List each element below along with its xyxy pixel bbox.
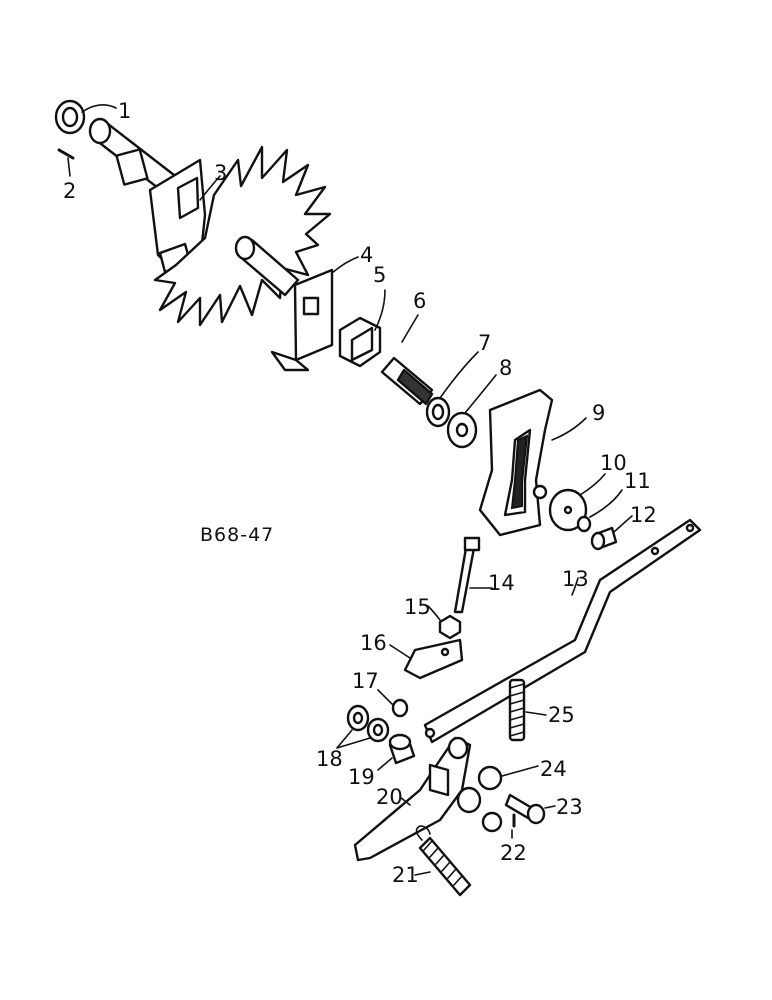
callout-18: 18 [316,747,343,771]
callout-5: 5 [373,263,386,287]
callout-22: 22 [500,841,527,865]
part-9-quadrant [478,388,554,537]
leader-lines [67,104,633,876]
part-13-long-bar [423,518,702,744]
callout-15: 15 [404,595,431,619]
callout-13: 13 [562,567,589,591]
part-21-spring [415,825,472,897]
part-25-spring [508,678,526,742]
part-19-bushing [388,733,416,765]
callout-3: 3 [214,161,227,185]
part-20-lever [353,736,472,862]
callout-24: 24 [540,757,567,781]
callout-23: 23 [556,795,583,819]
part-6-splined-shaft [380,356,434,406]
callout-12: 12 [630,503,657,527]
part-1-washer [54,99,86,135]
callout-9: 9 [592,401,605,425]
callout-10: 10 [600,451,627,475]
part-17-washer [391,698,409,718]
callout-8: 8 [499,356,512,380]
part-8-large-washer [446,411,478,449]
part-3-bracket [148,158,207,274]
part-18-washers [346,704,390,743]
callout-labels: 1 2 3 4 5 6 7 8 9 10 11 12 13 14 15 16 1… [63,99,657,887]
part-14-long-bolt [453,536,481,614]
callout-17: 17 [352,669,379,693]
callout-11: 11 [624,469,651,493]
reference-code: B68-47 [200,524,274,546]
callout-7: 7 [478,331,491,355]
callout-6: 6 [413,289,426,313]
part-23-pivot-pin [504,793,546,825]
part-11-nut [576,515,592,533]
callout-19: 19 [348,765,375,789]
callout-20: 20 [376,785,403,809]
callout-16: 16 [360,631,387,655]
part-16-bracket [403,638,464,680]
part-10-disc [548,488,588,532]
part-24-bushings [456,765,503,833]
part-7-washer [425,396,451,428]
roller-shaft [234,235,300,297]
callout-4: 4 [360,243,373,267]
callout-2: 2 [63,179,76,203]
part-15-nut [438,614,462,640]
part-4-plate [270,268,334,372]
part-5-block [338,316,382,368]
part-12-bolt [590,526,618,551]
callout-21: 21 [392,863,419,887]
part-2-pin [57,148,75,160]
callout-25: 25 [548,703,575,727]
callout-14: 14 [488,571,515,595]
callout-1: 1 [118,99,131,123]
